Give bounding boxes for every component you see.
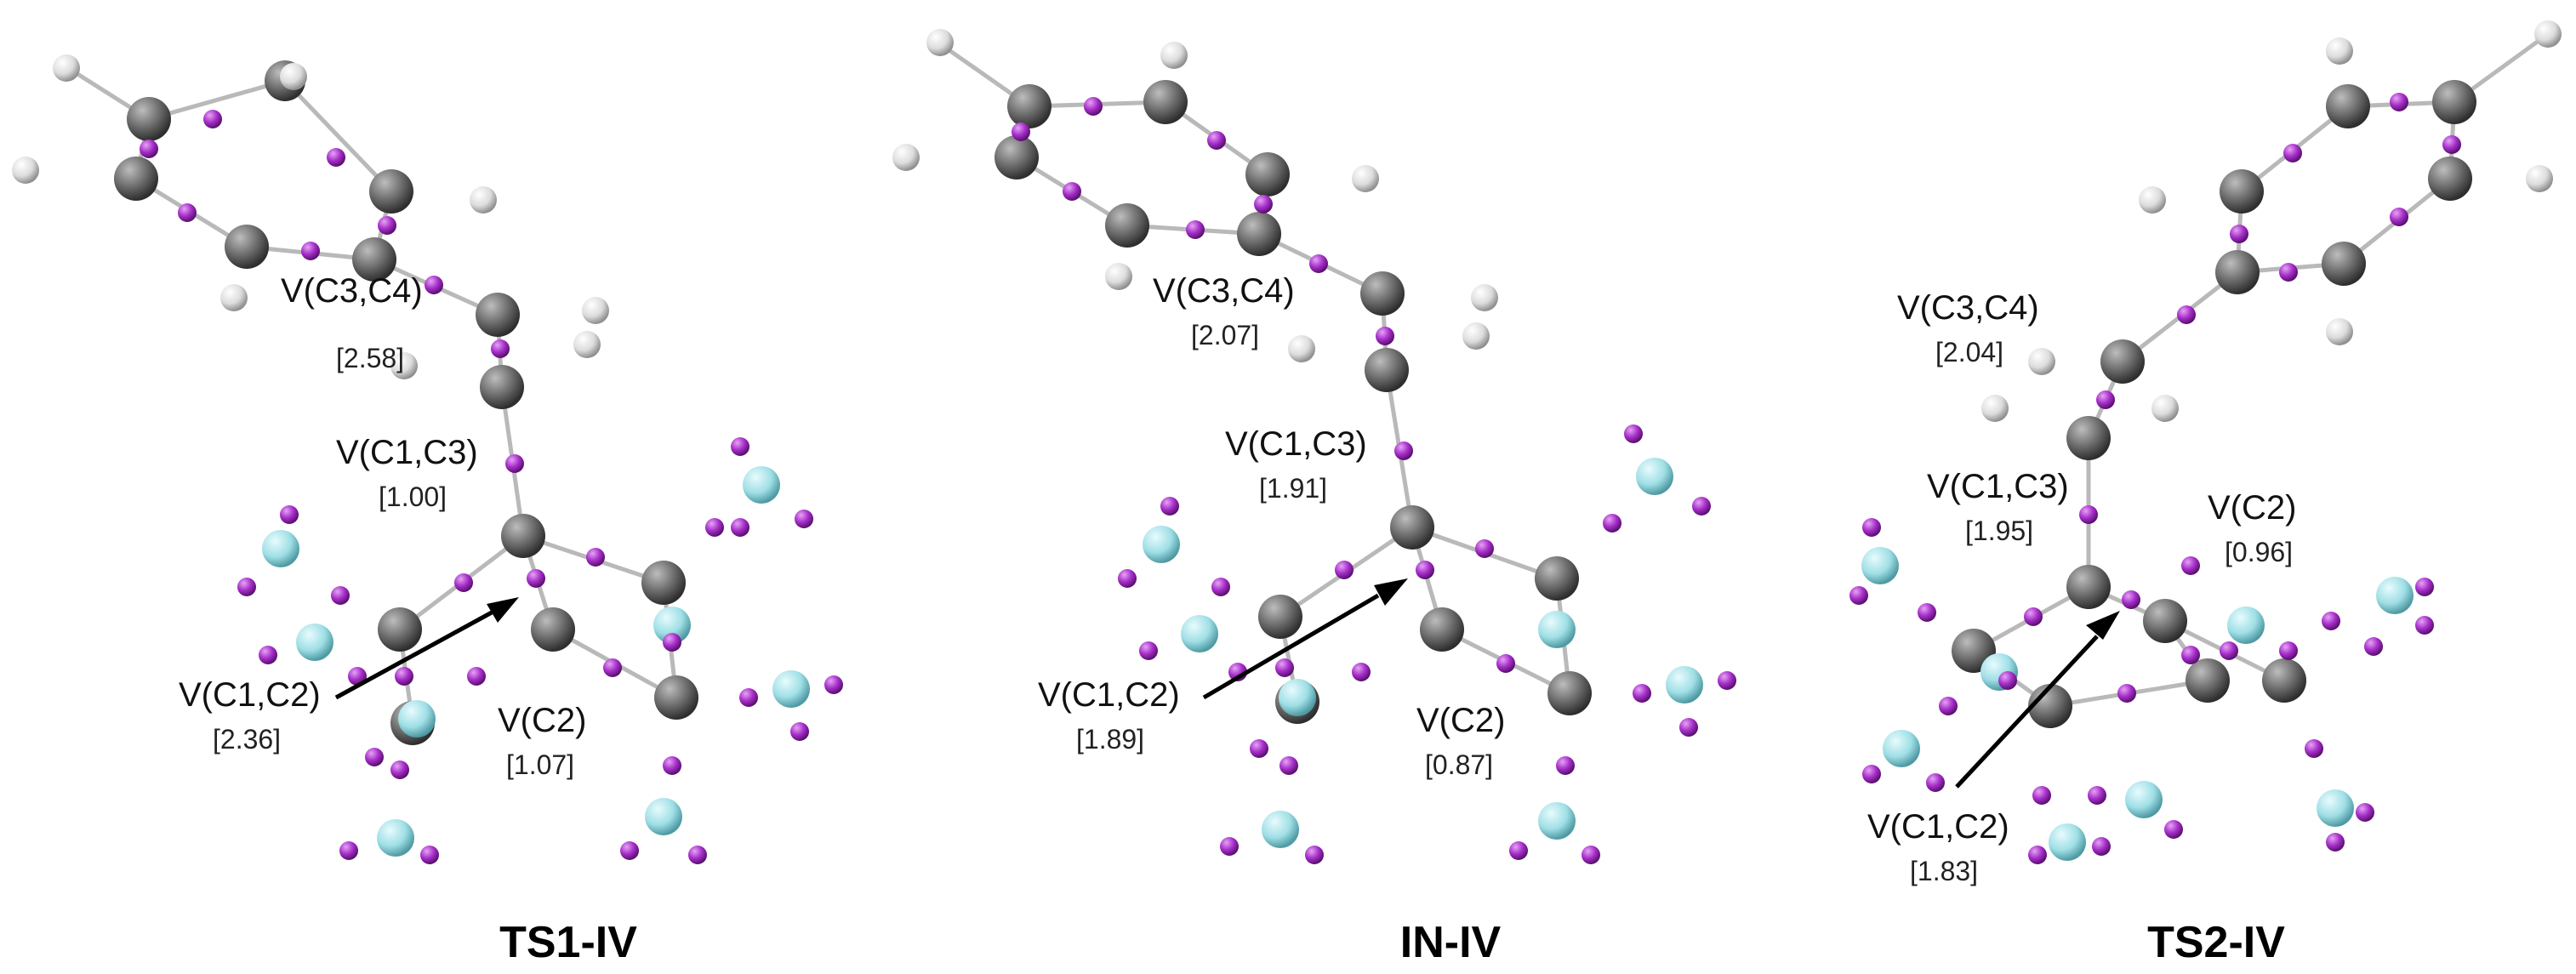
molecule-ts1-iv — [12, 54, 843, 864]
svg-text:[1.89]: [1.89] — [1076, 724, 1144, 755]
basin-label-v-c1-c3: V(C1,C3) [1.00] — [336, 434, 478, 512]
hydrogen-atoms — [892, 29, 1498, 362]
basin-label-v-c1-c3: V(C1,C3) [1.91] — [1225, 425, 1367, 504]
basin-label-v-c3-c4: V(C3,C4) [2.07] — [1153, 272, 1295, 350]
basin-label-v-c3-c4: V(C3,C4) [2.04] — [1897, 289, 2039, 367]
panel-title: IN-IV — [1400, 918, 1502, 967]
basin-label-v-c1-c2: V(C1,C2) [2.36] — [179, 676, 321, 755]
molecule-in-iv — [892, 29, 1736, 864]
svg-text:[0.96]: [0.96] — [2225, 537, 2293, 567]
svg-text:V(C1,C3): V(C1,C3) — [336, 434, 478, 471]
svg-text:[2.58]: [2.58] — [336, 343, 404, 373]
arrow-v-c1-c2 — [334, 597, 519, 700]
svg-text:V(C1,C2): V(C1,C2) — [179, 676, 321, 714]
svg-text:[2.04]: [2.04] — [1935, 337, 2003, 367]
basin-label-v-c1-c2: V(C1,C2) [1.89] — [1038, 676, 1180, 755]
svg-text:V(C2): V(C2) — [2208, 489, 2296, 527]
svg-text:V(C3,C4): V(C3,C4) — [1153, 272, 1295, 310]
basin-label-v-c1-c2: V(C1,C2) [1.83] — [1867, 808, 2009, 886]
svg-text:V(C2): V(C2) — [1416, 702, 1505, 739]
basin-label-v-c3-c4: V(C3,C4) [2.58] — [281, 272, 423, 373]
valence-basins — [1012, 97, 1736, 864]
hydrogen-atoms — [12, 54, 609, 379]
molecule-ts2-iv — [1849, 20, 2562, 864]
svg-text:V(C1,C3): V(C1,C3) — [1927, 468, 2069, 505]
svg-text:[2.07]: [2.07] — [1191, 320, 1259, 350]
panel-ts1-iv: V(C3,C4) [2.58] V(C1,C3) [1.00] V(C1,C2)… — [12, 54, 843, 967]
valence-basins — [1849, 93, 2461, 864]
svg-text:[1.95]: [1.95] — [1965, 515, 2033, 546]
svg-text:[2.36]: [2.36] — [213, 724, 281, 755]
svg-text:V(C2): V(C2) — [498, 702, 586, 739]
svg-text:V(C1,C3): V(C1,C3) — [1225, 425, 1367, 463]
basin-label-v-c2: V(C2) [0.96] — [2208, 489, 2296, 567]
arrow-v-c1-c2 — [1202, 578, 1408, 700]
panel-ts2-iv: V(C3,C4) [2.04] V(C1,C3) [1.95] V(C2) [0… — [1849, 20, 2562, 967]
basin-label-v-c2: V(C2) [1.07] — [498, 702, 586, 780]
svg-text:[1.00]: [1.00] — [379, 481, 447, 512]
svg-text:[1.07]: [1.07] — [506, 749, 574, 780]
svg-text:V(C1,C2): V(C1,C2) — [1038, 676, 1180, 714]
panel-in-iv: V(C3,C4) [2.07] V(C1,C3) [1.91] V(C1,C2)… — [892, 29, 1736, 967]
panel-title: TS1-IV — [499, 918, 637, 967]
panel-title: TS2-IV — [2147, 918, 2285, 967]
valence-basins — [140, 110, 843, 864]
basin-label-v-c2: V(C2) [0.87] — [1416, 702, 1505, 780]
fluorine-atoms — [1143, 458, 1703, 848]
basin-label-v-c1-c3: V(C1,C3) [1.95] — [1927, 468, 2069, 546]
arrow-v-c1-c2 — [1955, 611, 2120, 789]
svg-text:[1.91]: [1.91] — [1259, 473, 1327, 504]
hydrogen-atoms — [1981, 20, 2562, 422]
svg-text:V(C3,C4): V(C3,C4) — [1897, 289, 2039, 327]
fluorine-atoms — [262, 466, 810, 857]
svg-text:[0.87]: [0.87] — [1425, 749, 1493, 780]
carbon-atoms — [1952, 80, 2476, 728]
carbon-atoms — [994, 80, 1592, 724]
carbon-atoms — [114, 60, 698, 745]
svg-text:[1.83]: [1.83] — [1910, 856, 1978, 886]
svg-text:V(C1,C2): V(C1,C2) — [1867, 808, 2009, 846]
svg-text:V(C3,C4): V(C3,C4) — [281, 272, 423, 310]
